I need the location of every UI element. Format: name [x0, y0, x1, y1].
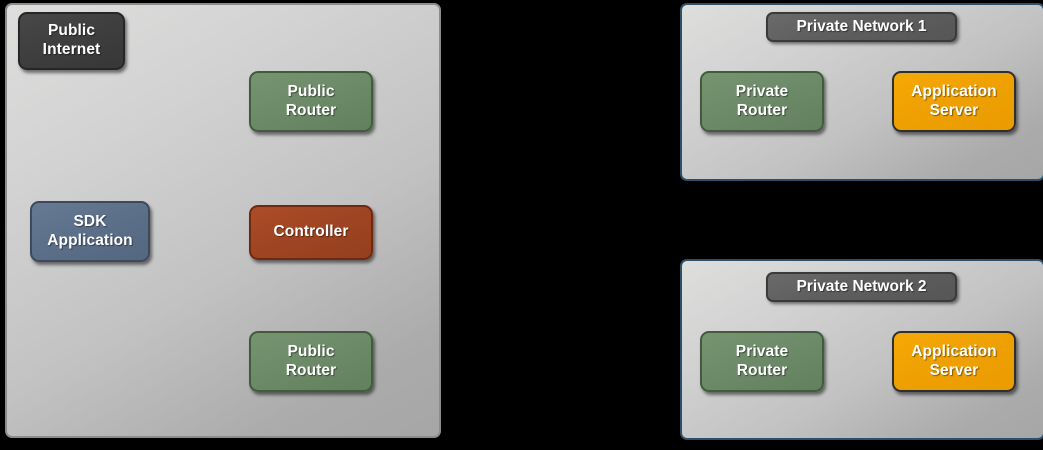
node-application-server-2[interactable]: Application Server [892, 331, 1016, 392]
node-private-router-1-label: Private Router [735, 82, 789, 119]
node-application-server-2-label: Application Server [911, 342, 997, 379]
node-controller[interactable]: Controller [249, 205, 373, 260]
node-public-internet-label: Public Internet [42, 22, 101, 58]
node-private-router-2[interactable]: Private Router [700, 331, 824, 392]
node-private-router-2-label: Private Router [735, 342, 789, 379]
zone-private-network-1-title: Private Network 1 [766, 12, 957, 42]
node-application-server-1-label: Application Server [911, 82, 997, 119]
node-private-router-1[interactable]: Private Router [700, 71, 824, 132]
zone-private-network-2-title-label: Private Network 2 [796, 278, 927, 295]
node-public-router-bottom[interactable]: Public Router [249, 331, 373, 392]
node-public-router-top-label: Public Router [285, 82, 337, 119]
node-public-internet[interactable]: Public Internet [18, 12, 125, 70]
node-sdk-application[interactable]: SDK Application [30, 201, 150, 262]
node-sdk-application-label: SDK Application [47, 212, 133, 249]
node-application-server-1[interactable]: Application Server [892, 71, 1016, 132]
node-public-router-bottom-label: Public Router [285, 342, 337, 379]
zone-private-network-2-title: Private Network 2 [766, 272, 957, 302]
node-controller-label: Controller [273, 223, 349, 241]
zone-private-network-1-title-label: Private Network 1 [796, 18, 927, 35]
node-public-router-top[interactable]: Public Router [249, 71, 373, 132]
